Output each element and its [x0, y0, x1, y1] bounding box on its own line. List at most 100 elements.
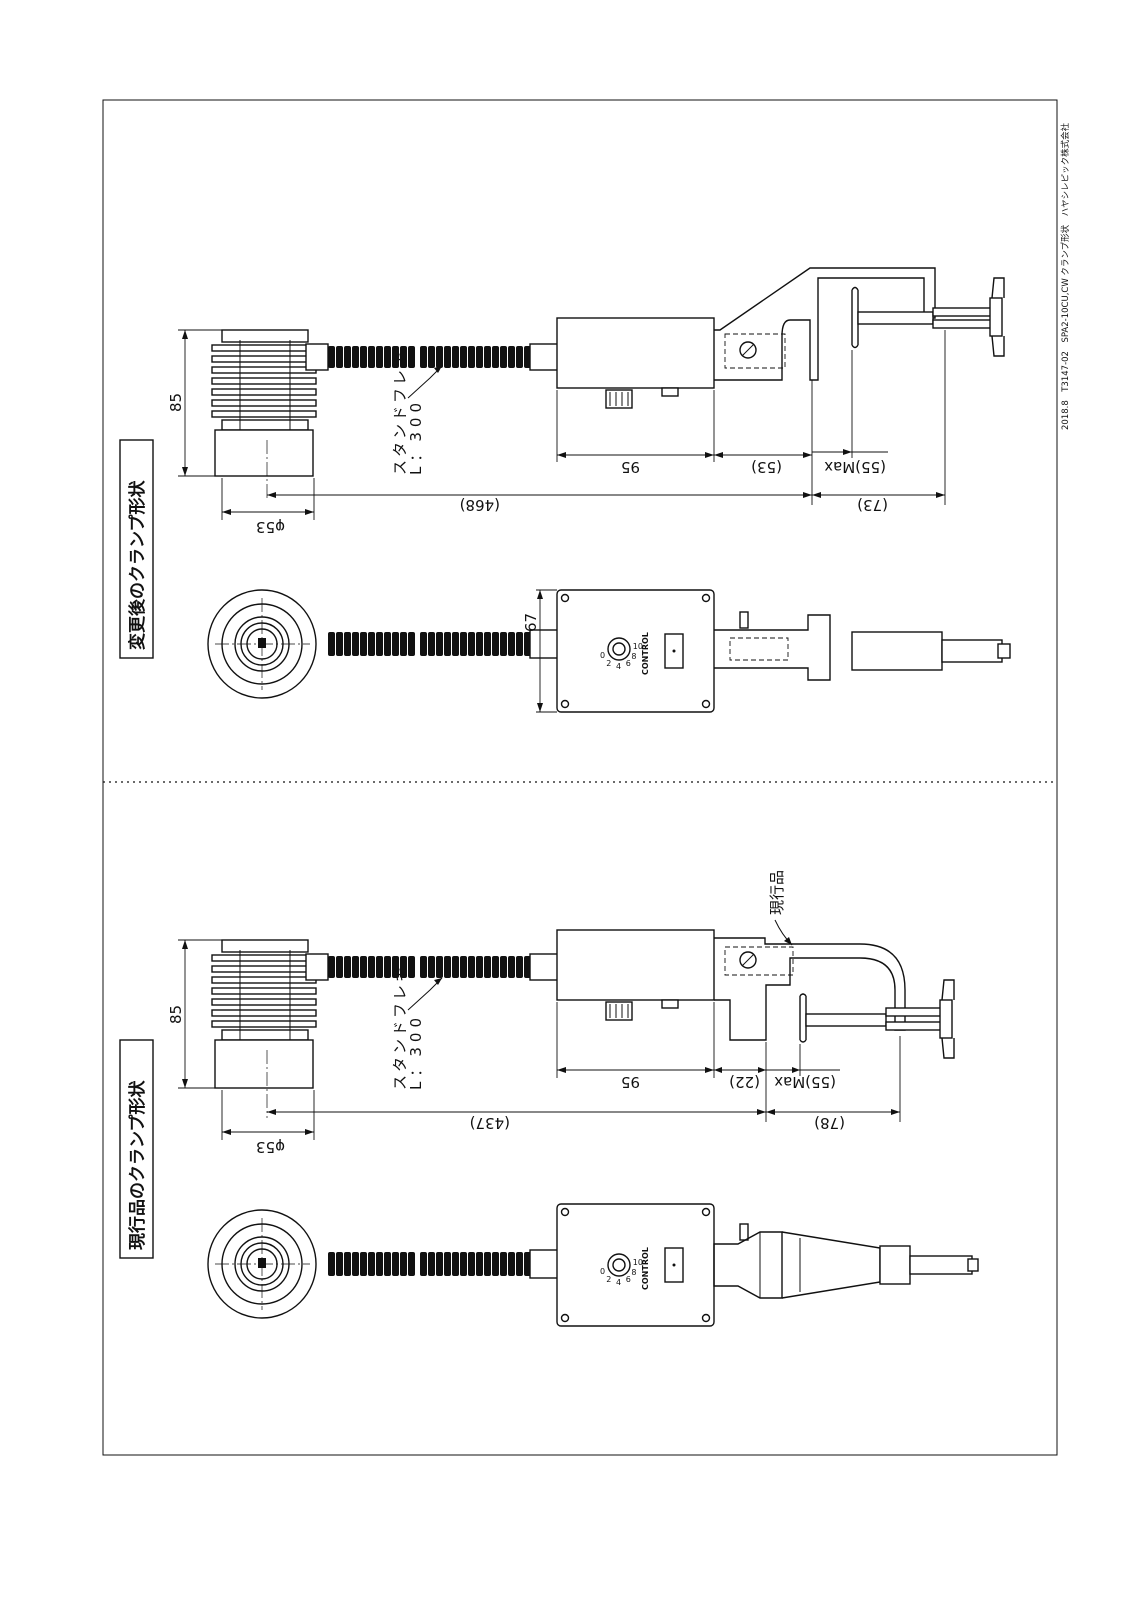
- hose-coil: [352, 346, 359, 368]
- hose-coil: [408, 1252, 415, 1276]
- dim-height-new: 85: [167, 393, 185, 412]
- hose-coil: [376, 956, 383, 978]
- hose-coil: [516, 956, 523, 978]
- hose-coil: [392, 1252, 399, 1276]
- footer-text: 2018.8 T3147-02 SPA2-10CU,CW クランプ形状 ハヤシレ…: [1060, 122, 1071, 430]
- knob-current-scale-8: 8: [631, 1268, 636, 1277]
- hose-coil: [360, 1252, 367, 1276]
- knob-new-scale-4: 4: [616, 662, 621, 671]
- title-current: 現行品のクランプ形状: [127, 1080, 148, 1250]
- hose-coil: [420, 632, 427, 656]
- hose-coil: [508, 632, 515, 656]
- dim-max-new: (55)Max: [824, 458, 886, 476]
- flex-hose-new: [328, 346, 531, 368]
- control-knob-current: [607, 1253, 631, 1277]
- hose-coil: [476, 956, 483, 978]
- dim-overall-current: (437): [470, 1114, 510, 1132]
- control-label-current: CONTROL: [641, 1247, 650, 1290]
- hose-coil: [384, 956, 391, 978]
- hose-coil: [436, 1252, 443, 1276]
- hose-coil: [492, 1252, 499, 1276]
- hose-coil: [384, 346, 391, 368]
- side-view-new: [211, 267, 1005, 477]
- hose-coil: [344, 632, 351, 656]
- hose-coil: [328, 956, 335, 978]
- knob-current-scale-6: 6: [626, 1275, 631, 1284]
- hose-coil: [352, 956, 359, 978]
- hose-coil: [476, 632, 483, 656]
- dim-box-length-current: 95: [621, 1073, 640, 1091]
- hose-coil: [484, 956, 491, 978]
- hose-coil: [484, 346, 491, 368]
- knob-new-scale-6: 6: [626, 659, 631, 668]
- control-box-front-new: [556, 589, 715, 713]
- control-knob-new: [607, 637, 631, 661]
- drawing-frame: [102, 99, 1058, 1456]
- side-view-current: 現行品: [211, 870, 955, 1089]
- hose-coil: [508, 956, 515, 978]
- hose-coil: [492, 956, 499, 978]
- knob-current-scale-10: 10: [633, 1258, 643, 1267]
- hose-coil: [524, 1252, 531, 1276]
- hose-coil: [492, 632, 499, 656]
- knob-new-scale-8: 8: [631, 652, 636, 661]
- hose-coil: [408, 346, 415, 368]
- hose-coil: [452, 346, 459, 368]
- hose-coil: [444, 1252, 451, 1276]
- dim-height-current: 85: [167, 1005, 185, 1024]
- hose-coil: [384, 632, 391, 656]
- panel-current: 現行品のクランプ形状: [119, 870, 979, 1327]
- hose-coil: [392, 956, 399, 978]
- hose-coil: [444, 956, 451, 978]
- heatsink-new: [211, 329, 317, 477]
- hose-coil: [500, 346, 507, 368]
- hose-coil: [384, 1252, 391, 1276]
- hose-coil: [524, 632, 531, 656]
- dim-diameter-current: φ53: [256, 1138, 285, 1156]
- power-switch-new: [664, 633, 684, 669]
- title-new: 変更後のクランプ形状: [127, 480, 148, 650]
- power-switch-current: [664, 1247, 684, 1283]
- hose-coil: [428, 956, 435, 978]
- knob-new-scale-2: 2: [606, 659, 611, 668]
- hose-coil: [492, 346, 499, 368]
- hose-coil: [344, 1252, 351, 1276]
- hose-coil: [484, 632, 491, 656]
- flex-label-current-1: スタンドフレキ: [391, 964, 409, 1090]
- hose-coil: [452, 632, 459, 656]
- hose-coil: [420, 346, 427, 368]
- hose-coil: [468, 1252, 475, 1276]
- hose-coil: [516, 632, 523, 656]
- knob-current-scale-4: 4: [616, 1278, 621, 1287]
- hose-coil: [336, 1252, 343, 1276]
- dim-offset-new: (53): [751, 458, 782, 476]
- front-view-current: CONTROL: [207, 1203, 979, 1327]
- hose-coil: [428, 346, 435, 368]
- dim-clamp-new: (73): [857, 496, 888, 514]
- flex-label-new-2: L：300: [407, 398, 425, 475]
- hose-coil: [500, 632, 507, 656]
- hose-coil: [344, 346, 351, 368]
- dimensions-new: 85 φ53 (468) 95 (53): [167, 329, 946, 536]
- hose-coil: [460, 956, 467, 978]
- hose-coil: [508, 1252, 515, 1276]
- hose-coil: [460, 632, 467, 656]
- front-view-new: CONTROL: [207, 589, 1011, 713]
- hose-coil: [352, 632, 359, 656]
- dim-max-current: (55)Max: [774, 1073, 836, 1091]
- hose-coil: [500, 956, 507, 978]
- dim-box-length-new: 95: [621, 458, 640, 476]
- flex-label-current-2: L：300: [407, 1013, 425, 1090]
- hose-coil: [400, 346, 407, 368]
- hose-coil: [400, 956, 407, 978]
- hose-coil: [420, 956, 427, 978]
- hose-coil: [524, 956, 531, 978]
- hose-coil: [452, 956, 459, 978]
- dim-diameter-new: φ53: [256, 518, 285, 536]
- control-label-new: CONTROL: [641, 632, 650, 675]
- hose-coil: [476, 346, 483, 368]
- knob-current-scale-0: 0: [600, 1267, 605, 1276]
- hose-coil: [360, 632, 367, 656]
- hose-coil: [368, 1252, 375, 1276]
